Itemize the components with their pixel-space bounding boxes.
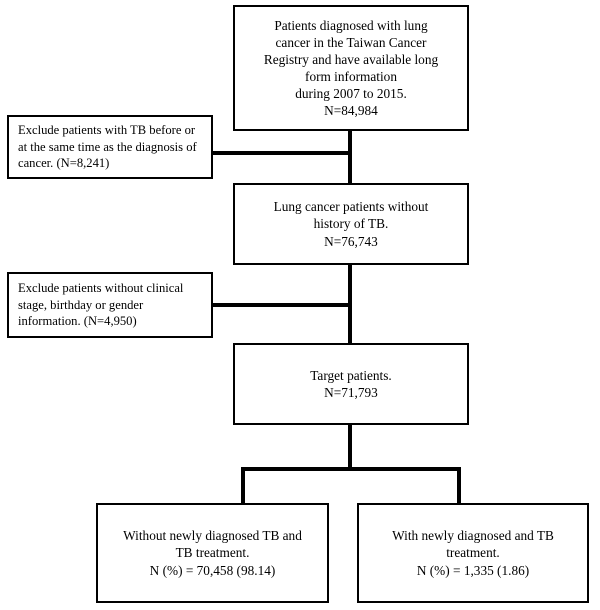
connector-source-to-nohistory (348, 128, 352, 185)
connector-split-horizontal (241, 467, 461, 471)
node-outcome-without-tb: Without newly diagnosed TB and TB treatm… (96, 503, 329, 603)
node-outcome-without-tb-count: N (%) = 70,458 (98.14) (149, 562, 276, 578)
node-target-patients-count: N=71,793 (324, 385, 378, 400)
connector-split-to-without-tb (241, 467, 245, 505)
node-exclusion-missing-data: Exclude patients without clinical stage,… (7, 272, 213, 338)
node-outcome-without-tb-line-1: Without newly diagnosed TB and (123, 528, 302, 544)
connector-target-to-split (348, 423, 352, 471)
node-no-tb-history: Lung cancer patients without history of … (233, 183, 469, 265)
node-outcome-with-tb-count: N (%) = 1,335 (1.86) (416, 562, 530, 578)
node-source-cohort-line-5: during 2007 to 2015. (295, 86, 407, 102)
node-source-cohort-count: N=84,984 (324, 103, 378, 119)
connector-nohistory-to-target (348, 263, 352, 345)
node-source-cohort-line-3: Registry and have available long (263, 51, 439, 67)
node-outcome-with-tb-line-1: With newly diagnosed and TB (392, 528, 554, 544)
connector-exclusion-tb-to-trunk (210, 151, 350, 155)
node-source-cohort-line-2: cancer in the Taiwan Cancer (275, 34, 427, 50)
node-exclusion-tb: Exclude patients with TB before or at th… (7, 115, 213, 179)
node-target-patients: Target patients. N=71,793 (233, 343, 469, 425)
node-source-cohort-line-1: Patients diagnosed with lung (274, 17, 428, 33)
node-exclusion-tb-text: Exclude patients with TB before or at th… (18, 122, 197, 171)
node-no-tb-history-count: N=76,743 (324, 233, 378, 249)
connector-split-to-with-tb (457, 467, 461, 505)
node-outcome-with-tb-line-2: treatment. (446, 545, 500, 561)
node-outcome-without-tb-line-2: TB treatment. (175, 545, 250, 561)
node-target-patients-label: Target patients. (310, 367, 392, 383)
node-exclusion-missing-data-text: Exclude patients without clinical stage,… (18, 280, 184, 329)
node-source-cohort-line-4: form information (305, 69, 397, 84)
node-source-cohort: Patients diagnosed with lung cancer in t… (233, 5, 469, 131)
connector-exclusion-missing-to-trunk (210, 303, 350, 307)
node-outcome-with-tb: With newly diagnosed and TB treatment. N… (357, 503, 589, 603)
node-no-tb-history-line-2: history of TB. (313, 216, 389, 232)
node-no-tb-history-line-1: Lung cancer patients without (273, 199, 429, 215)
